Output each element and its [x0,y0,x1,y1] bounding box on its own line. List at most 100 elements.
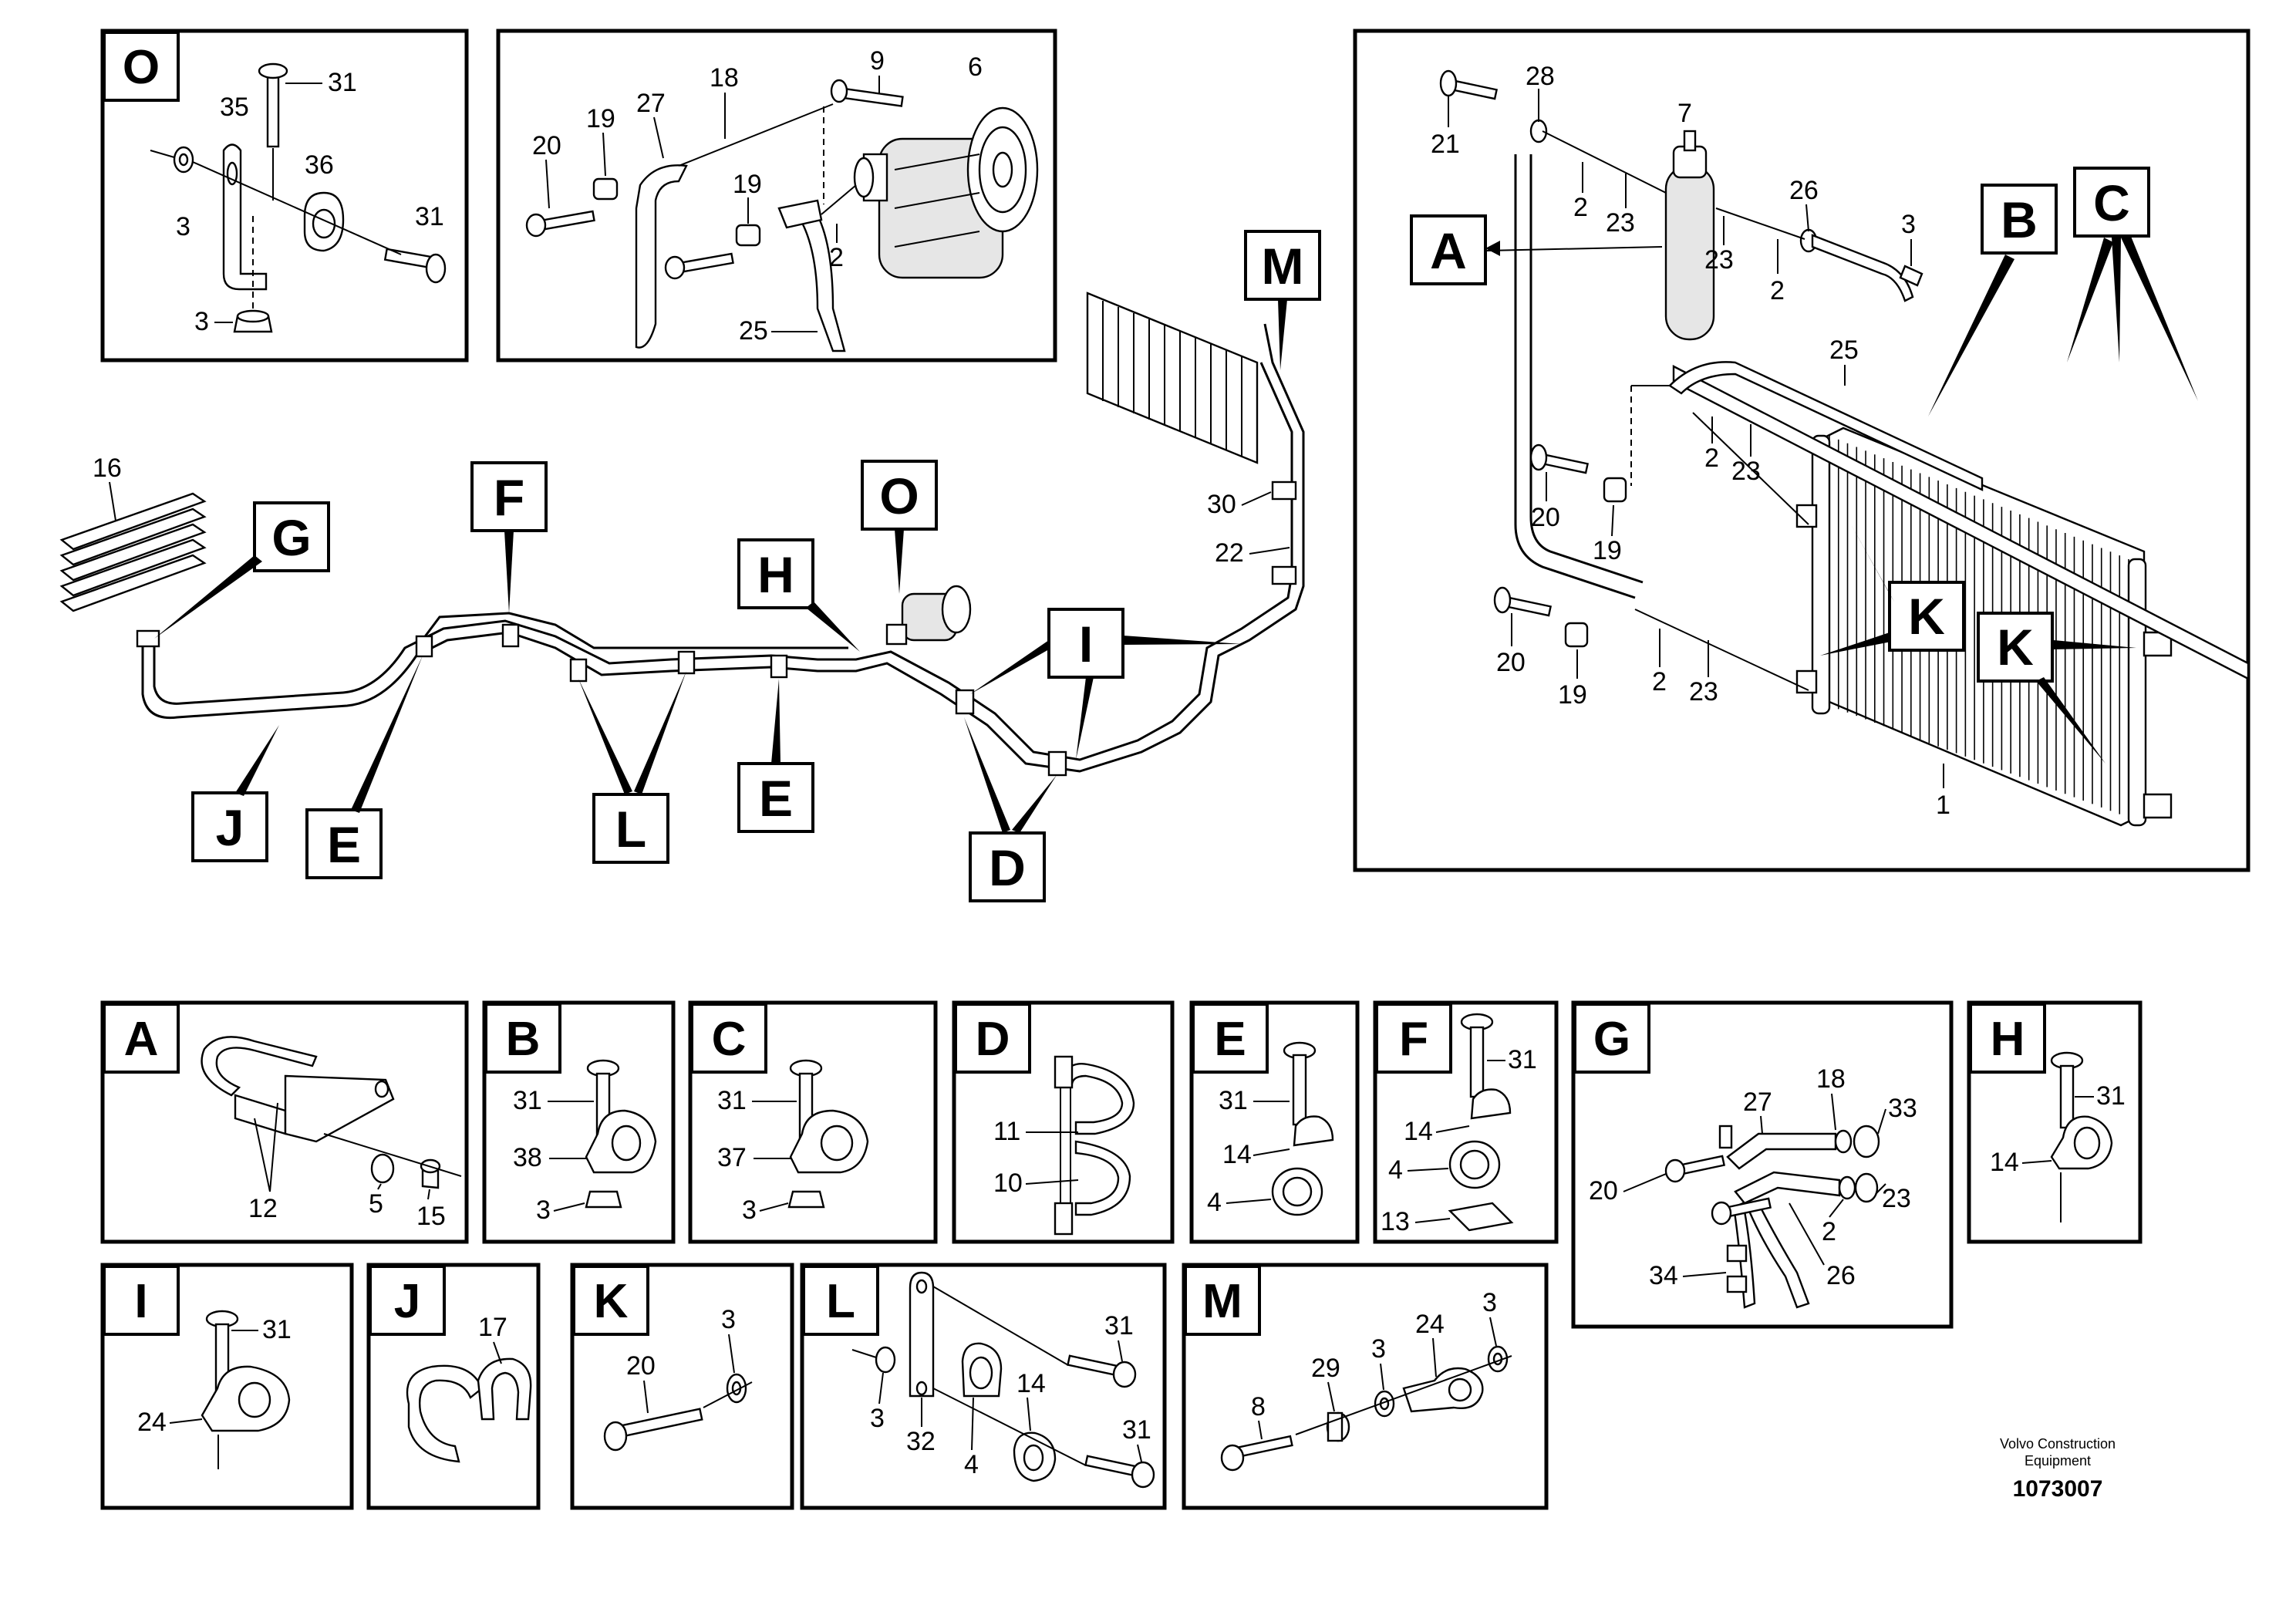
compressor-inset-panel: 9 6 18 27 20 19 19 2 25 [496,29,1057,363]
svg-text:31: 31 [1219,1086,1248,1115]
svg-text:27: 27 [636,89,666,118]
svg-text:23: 23 [1689,677,1718,706]
svg-text:F: F [494,469,524,526]
svg-text:4: 4 [1207,1188,1222,1217]
svg-text:2: 2 [1822,1217,1836,1246]
svg-text:2: 2 [1573,193,1588,222]
footer-brand-1: Volvo Construction [2000,1436,2116,1452]
svg-text:2: 2 [1770,276,1785,305]
svg-text:E: E [759,770,793,827]
svg-text:3: 3 [870,1404,885,1433]
svg-text:19: 19 [586,104,615,133]
drawing-number: 1073007 [2013,1476,2103,1502]
svg-text:3: 3 [536,1195,551,1225]
detail-o-letter: O [123,41,160,94]
svg-text:E: E [1214,1013,1246,1066]
svg-text:28: 28 [1526,62,1555,91]
svg-text:16: 16 [93,454,122,483]
svg-text:31: 31 [415,202,444,231]
detail-c-panel: C 31 37 3 [688,1000,938,1244]
svg-text:14: 14 [1990,1148,2019,1177]
footer: Volvo Construction Equipment 1073007 [2000,1436,2116,1502]
svg-text:13: 13 [1381,1207,1410,1236]
svg-text:31: 31 [1508,1045,1537,1074]
svg-text:33: 33 [1888,1094,1917,1123]
svg-text:19: 19 [1593,536,1622,565]
svg-text:1: 1 [1936,791,1950,820]
svg-text:4: 4 [1388,1155,1403,1185]
svg-text:B: B [2001,191,2038,248]
condenser-small [1086,292,1259,464]
svg-text:H: H [757,546,794,603]
svg-text:29: 29 [1311,1354,1340,1383]
svg-text:38: 38 [513,1143,542,1172]
svg-text:19: 19 [733,170,762,199]
svg-text:24: 24 [137,1408,167,1437]
detail-d-panel: D 11 10 [952,1000,1175,1244]
svg-text:K: K [1908,588,1945,645]
detail-l-panel: L 31 3 14 32 4 31 [800,1263,1167,1510]
svg-text:31: 31 [262,1315,292,1344]
svg-text:31: 31 [2096,1081,2126,1111]
detail-g-panel: G 18 27 33 20 2 23 34 26 [1571,1000,1954,1329]
svg-text:19: 19 [1558,680,1587,710]
svg-text:A: A [124,1013,159,1066]
svg-text:14: 14 [1222,1140,1252,1169]
svg-text:2: 2 [829,243,844,272]
svg-text:31: 31 [1104,1311,1134,1340]
svg-text:3: 3 [721,1305,736,1334]
svg-text:34: 34 [1649,1261,1678,1290]
svg-text:26: 26 [1789,176,1819,205]
svg-text:27: 27 [1743,1088,1772,1117]
svg-text:17: 17 [478,1313,507,1342]
svg-text:31: 31 [717,1086,747,1115]
svg-text:12: 12 [248,1194,278,1223]
svg-text:20: 20 [1589,1176,1618,1206]
svg-text:B: B [506,1013,541,1066]
svg-text:20: 20 [1531,503,1560,532]
condenser-inset-panel: A B C K K 28 21 7 26 3 2 23 23 2 [1353,29,2250,872]
svg-text:14: 14 [1404,1117,1433,1146]
svg-text:23: 23 [1606,208,1635,238]
svg-text:2: 2 [1652,667,1667,696]
hose-stack-16 [59,492,207,612]
svg-text:10: 10 [993,1168,1023,1198]
svg-text:30: 30 [1207,490,1236,519]
svg-text:24: 24 [1415,1310,1445,1339]
detail-m-panel: M 3 24 29 3 8 [1182,1263,1549,1510]
svg-text:20: 20 [1496,648,1526,677]
svg-text:23: 23 [1704,245,1734,275]
svg-text:F: F [1399,1013,1428,1066]
svg-text:21: 21 [1431,130,1460,159]
svg-text:G: G [1593,1013,1630,1066]
detail-f-panel: F 31 14 4 13 [1373,1000,1559,1244]
overview-routing: 16 [59,230,1321,902]
svg-text:8: 8 [1251,1392,1266,1421]
detail-e-panel: E 31 14 4 [1189,1000,1360,1244]
svg-text:31: 31 [328,68,357,97]
svg-text:31: 31 [513,1086,542,1115]
svg-text:C: C [712,1013,747,1066]
svg-text:C: C [2093,174,2130,231]
compressor-6 [853,106,1039,279]
svg-text:11: 11 [993,1117,1020,1146]
svg-text:37: 37 [717,1143,747,1172]
svg-text:4: 4 [964,1450,979,1479]
detail-b-panel: B 31 38 3 [482,1000,676,1244]
svg-text:L: L [615,801,646,858]
svg-text:25: 25 [1829,336,1859,365]
svg-text:23: 23 [1882,1184,1911,1213]
svg-text:36: 36 [305,150,334,180]
svg-text:K: K [1997,619,2034,676]
detail-j-panel: J 17 [366,1263,541,1510]
svg-text:M: M [1262,238,1304,295]
compressor-small [885,585,972,646]
svg-text:H: H [1991,1013,2025,1066]
detail-a-panel: A 12 5 15 [100,1000,469,1244]
svg-text:22: 22 [1215,538,1244,568]
detail-h-panel: H 31 14 [1967,1000,2143,1244]
svg-text:E: E [327,816,361,873]
svg-text:20: 20 [532,131,561,160]
svg-text:3: 3 [742,1195,757,1225]
